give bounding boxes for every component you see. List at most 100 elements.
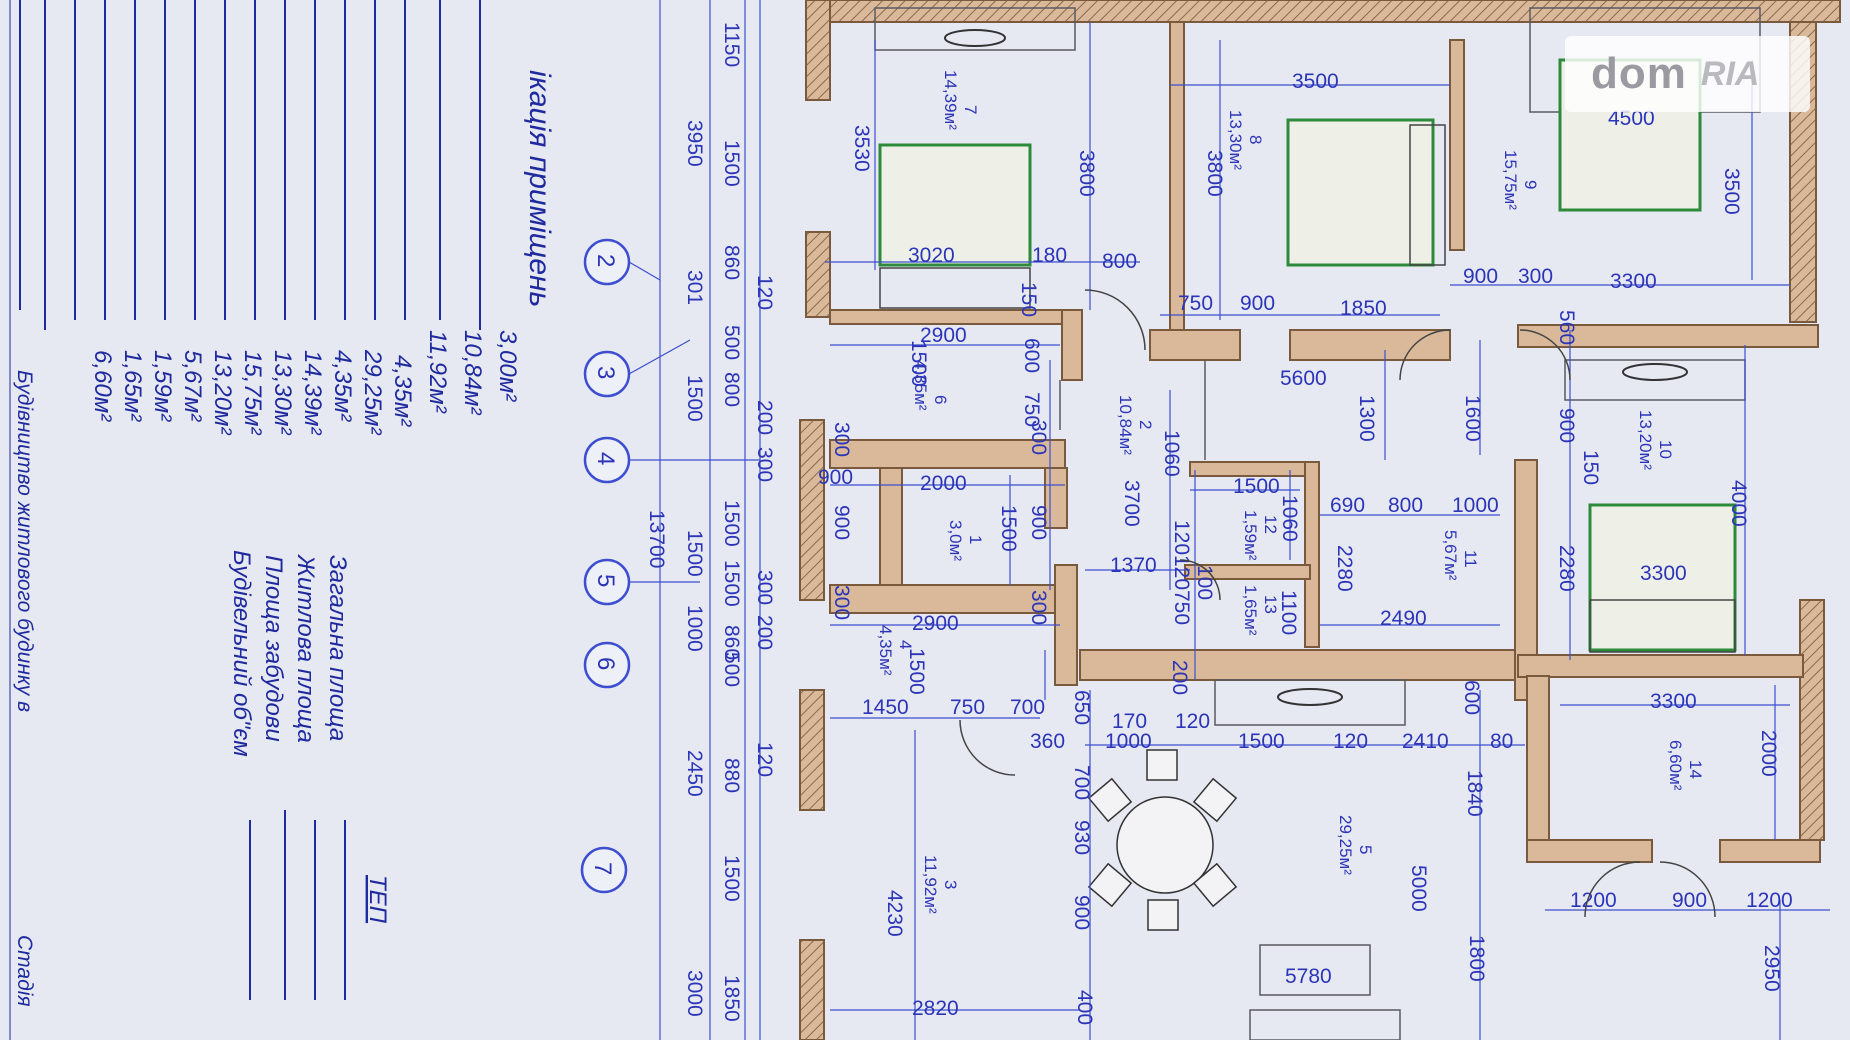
dom-ria-watermark: dom RIA <box>1565 36 1810 112</box>
room-11-no: 11 <box>1461 550 1480 568</box>
room-6-area: 4,35м² <box>911 360 930 411</box>
room-8-area: 13,30м² <box>1226 110 1245 170</box>
dim: 3500 <box>1292 70 1339 93</box>
area-14: 6,60м² <box>89 350 116 422</box>
caption: Будівництво житлового будинку в <box>13 370 36 712</box>
dim: 1200 <box>1570 889 1617 912</box>
dim: 600 <box>1460 680 1483 715</box>
dim: 120 <box>753 275 776 310</box>
dims-top-row3: 120 200 300 200 120 1500 860 300 <box>720 275 776 777</box>
room-10-area: 13,20м² <box>1636 410 1655 470</box>
dim: 1500 <box>720 855 743 902</box>
dim: 5600 <box>1280 367 1327 390</box>
room-13-no: 13 <box>1261 595 1280 614</box>
dim: 300 <box>830 585 853 620</box>
axis-4: 4 <box>592 452 619 465</box>
dim: 1060 <box>1160 430 1183 477</box>
tep-block: ТЕП Загальна площа Житлова площа Площа з… <box>9 0 391 1040</box>
door-swings <box>959 289 1716 918</box>
axis-5: 5 <box>592 574 619 587</box>
dim: 2280 <box>1555 545 1578 592</box>
dim: 900 <box>1240 292 1275 315</box>
dim: 100 <box>1193 565 1216 600</box>
axis-markers: 2 3 4 5 6 7 <box>580 238 760 894</box>
dim: 900 <box>818 466 853 489</box>
dim: 3300 <box>1650 690 1697 713</box>
room-5-no: 5 <box>1356 845 1375 854</box>
dim: 900 <box>830 505 853 540</box>
axis-6: 6 <box>592 657 619 670</box>
beds <box>878 58 1737 653</box>
dim: 120 <box>1170 520 1193 555</box>
area-9: 15,75м² <box>239 350 266 436</box>
dim: 800 <box>1388 494 1423 517</box>
room-2-no: 2 <box>1136 420 1155 429</box>
dim: 4230 <box>883 890 906 937</box>
dim: 1500 <box>1238 730 1285 753</box>
dim: 900 <box>1027 505 1050 540</box>
area-12: 1,59м² <box>149 350 176 422</box>
dim: 3800 <box>1075 150 1098 197</box>
room-7-no: 7 <box>961 105 980 114</box>
dim: 200 <box>1168 660 1191 695</box>
dim: 1300 <box>1355 395 1378 442</box>
dim: 1500 <box>720 560 743 607</box>
dim: 1060 <box>1278 495 1301 542</box>
room-9-area: 15,75м² <box>1501 150 1520 210</box>
dim: 301 <box>683 270 706 305</box>
dim: 750 <box>1170 590 1193 625</box>
dim: 900 <box>1672 889 1707 912</box>
lamps <box>944 29 1688 706</box>
dim: 2280 <box>1333 545 1356 592</box>
dim: 200 <box>753 615 776 650</box>
room-2-area: 10,84м² <box>1116 395 1135 455</box>
dim: 4500 <box>1608 107 1655 130</box>
legend-lines <box>19 0 481 1000</box>
dim: 1840 <box>1463 770 1486 817</box>
interior-dim-labels: 3530 3800 3020 180 800 2900 150 600 750 … <box>818 70 1793 1025</box>
dim: 3300 <box>1610 270 1657 293</box>
dim: 3020 <box>908 244 955 267</box>
dim: 120 <box>1175 710 1210 733</box>
dim: 1450 <box>862 696 909 719</box>
room-10-no: 10 <box>1656 440 1675 459</box>
dim: 900 <box>1463 265 1498 288</box>
tep-total-area: Загальна площа <box>324 555 351 741</box>
dim: 2490 <box>1380 607 1427 630</box>
dim: 750 <box>1020 392 1043 427</box>
dim: 860 <box>720 625 743 660</box>
dim: 650 <box>1070 690 1093 725</box>
tep-volume: Будівельний об"єм <box>228 550 255 757</box>
tep-living-area: Житлова площа <box>292 554 319 743</box>
dim: 750 <box>950 696 985 719</box>
dim: 300 <box>1518 265 1553 288</box>
dim: 80 <box>1490 730 1513 753</box>
dim: 300 <box>1027 590 1050 625</box>
dim: 120 <box>753 742 776 777</box>
dim: 690 <box>1330 494 1365 517</box>
dim: 700 <box>1010 696 1045 719</box>
area-3: 11,92м² <box>424 330 451 414</box>
dim: 300 <box>753 570 776 605</box>
area-2: 10,84м² <box>459 330 486 416</box>
axis-7: 7 <box>589 862 616 875</box>
caption-stage: Стадія <box>13 935 36 1007</box>
dim: 2450 <box>683 750 706 797</box>
dim: 2950 <box>1760 945 1783 992</box>
room-1-area: 3,0м² <box>946 520 965 561</box>
dim: 1200 <box>1746 889 1793 912</box>
dim: 2000 <box>920 472 967 495</box>
room-4-no: 4 <box>896 640 915 649</box>
dim: 750 <box>1178 292 1213 315</box>
dim: 800 <box>720 372 743 407</box>
dim: 1500 <box>905 648 928 695</box>
dim: 3800 <box>1203 150 1226 197</box>
dining-set <box>1087 749 1238 931</box>
dim: 1500 <box>907 340 930 387</box>
rooms-area-list: 3,00м² 10,84м² 11,92м² 4,35м² 29,25м² 4,… <box>89 330 521 436</box>
dim: 1150 <box>720 22 743 67</box>
area-4: 4,35м² <box>389 355 416 427</box>
dim: 2900 <box>912 612 959 635</box>
dims-top-row2: 3950 301 1500 1500 1000 2450 3000 <box>683 120 706 1017</box>
